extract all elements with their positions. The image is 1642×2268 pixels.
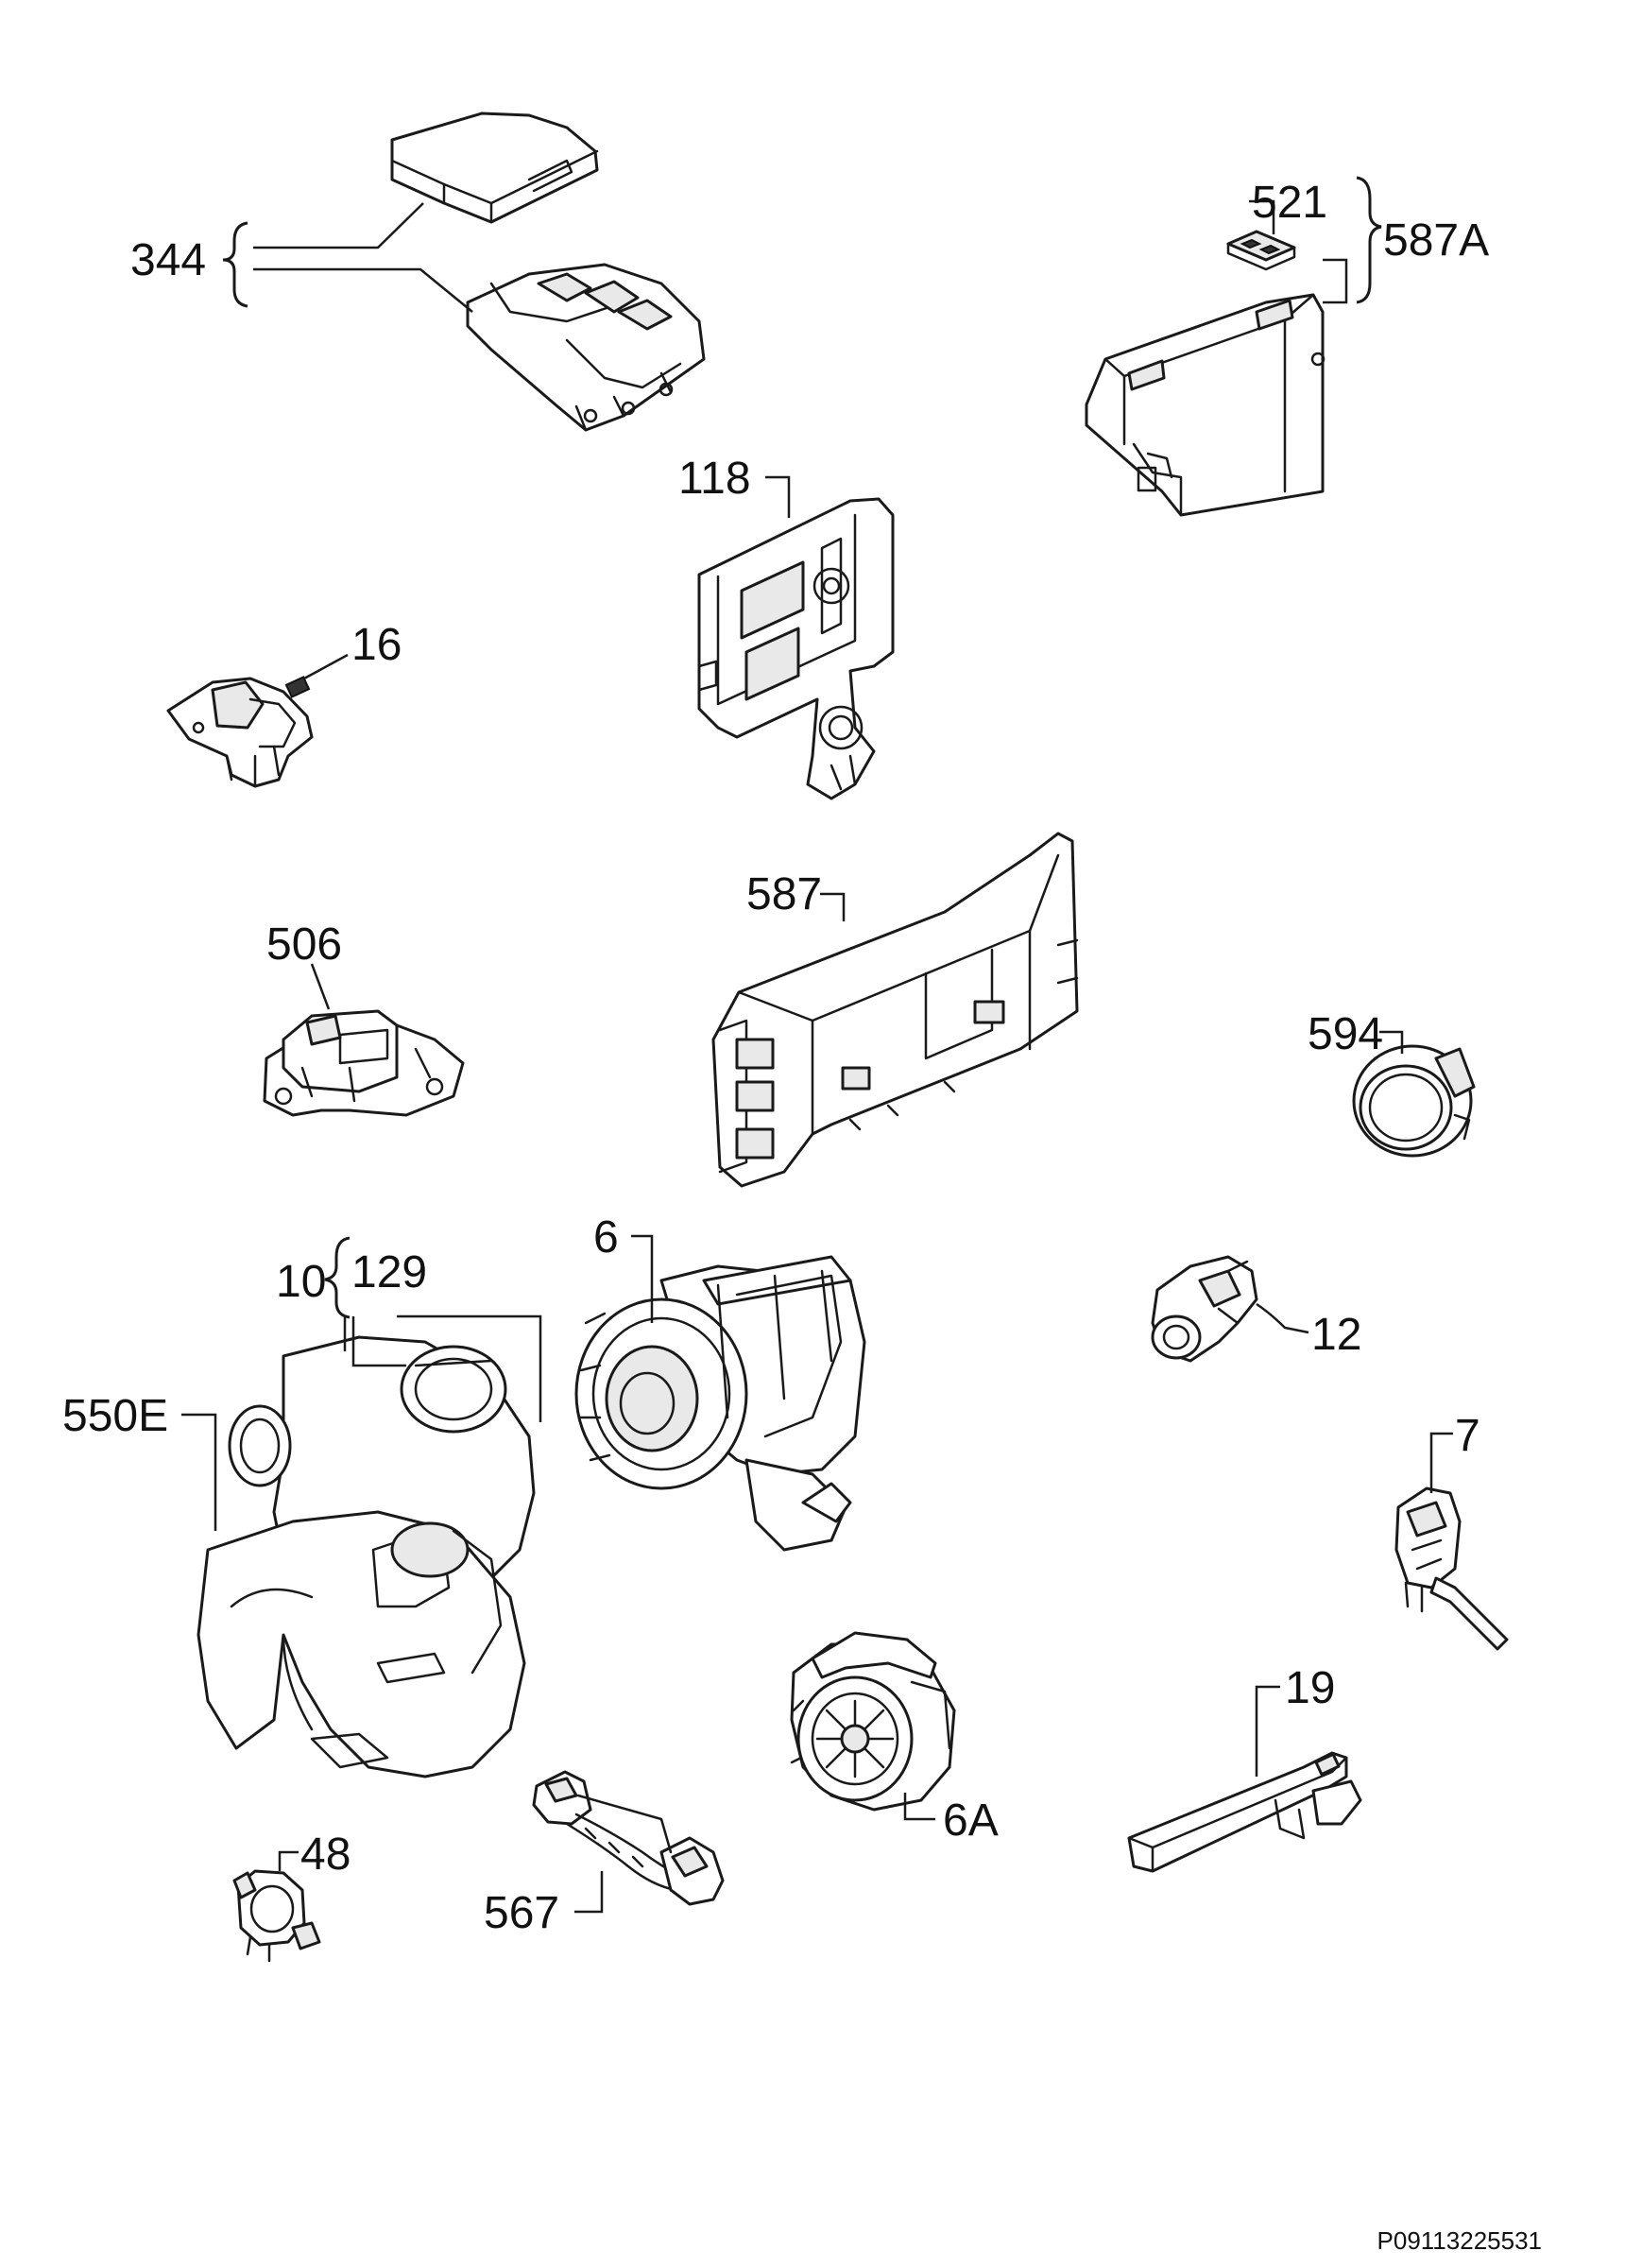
label-550E: 550E — [62, 1391, 168, 1441]
part-344-relay-board — [466, 263, 706, 432]
document-code: P09113225531 — [1377, 2226, 1542, 2255]
part-344-group: 344 — [130, 112, 706, 432]
label-6: 6 — [593, 1212, 619, 1263]
part-6-group: 6 — [574, 1212, 866, 1552]
part-129-pipe — [400, 1345, 507, 1434]
part-587A-module — [1085, 293, 1326, 517]
part-12-sensor — [1151, 1255, 1258, 1363]
part-16-valve — [166, 676, 314, 788]
part-6A-group: 6A — [790, 1631, 999, 1846]
part-6-pump — [574, 1255, 866, 1552]
label-19: 19 — [1285, 1663, 1335, 1713]
label-587: 587 — [746, 869, 822, 919]
part-16-group: 16 — [166, 620, 402, 788]
part-118-group: 118 — [678, 454, 895, 800]
part-7-group: 7 — [1394, 1411, 1509, 1651]
part-594-sensor — [1352, 1044, 1476, 1158]
part-19-group: 19 — [1127, 1663, 1362, 1873]
part-118-panel-frame — [697, 497, 895, 800]
part-48-group: 48 — [232, 1830, 351, 1963]
part-19-bar — [1127, 1751, 1362, 1873]
label-118: 118 — [678, 454, 751, 504]
part-567-group: 567 — [484, 1770, 725, 1938]
label-48: 48 — [300, 1830, 351, 1880]
part-506-lock — [263, 1009, 465, 1117]
part-587A-group: 521 587A — [1085, 176, 1489, 517]
label-6A: 6A — [943, 1796, 999, 1846]
part-48-connector — [232, 1869, 321, 1963]
part-7-switch — [1394, 1486, 1509, 1651]
part-12-group: 12 — [1151, 1255, 1361, 1363]
part-344-cover — [390, 112, 599, 224]
part-587-module — [711, 832, 1079, 1188]
label-10: 10 — [276, 1257, 326, 1307]
label-344: 344 — [130, 235, 206, 285]
label-7: 7 — [1455, 1411, 1480, 1461]
label-16: 16 — [351, 620, 402, 670]
label-567: 567 — [484, 1888, 559, 1938]
label-506: 506 — [266, 919, 342, 970]
part-506-group: 506 — [263, 919, 465, 1117]
label-12: 12 — [1311, 1310, 1361, 1360]
part-521-connector — [1226, 230, 1296, 271]
label-129: 129 — [351, 1247, 427, 1297]
part-587-group: 587 — [711, 832, 1079, 1188]
part-594-group: 594 — [1308, 1009, 1476, 1158]
part-10-group: 10 129 550E — [62, 1236, 542, 1778]
label-521: 521 — [1252, 178, 1327, 228]
label-587A: 587A — [1383, 215, 1489, 266]
part-6A-drain-pump — [790, 1631, 956, 1812]
label-594: 594 — [1308, 1009, 1383, 1059]
part-567-harness — [532, 1770, 725, 1906]
